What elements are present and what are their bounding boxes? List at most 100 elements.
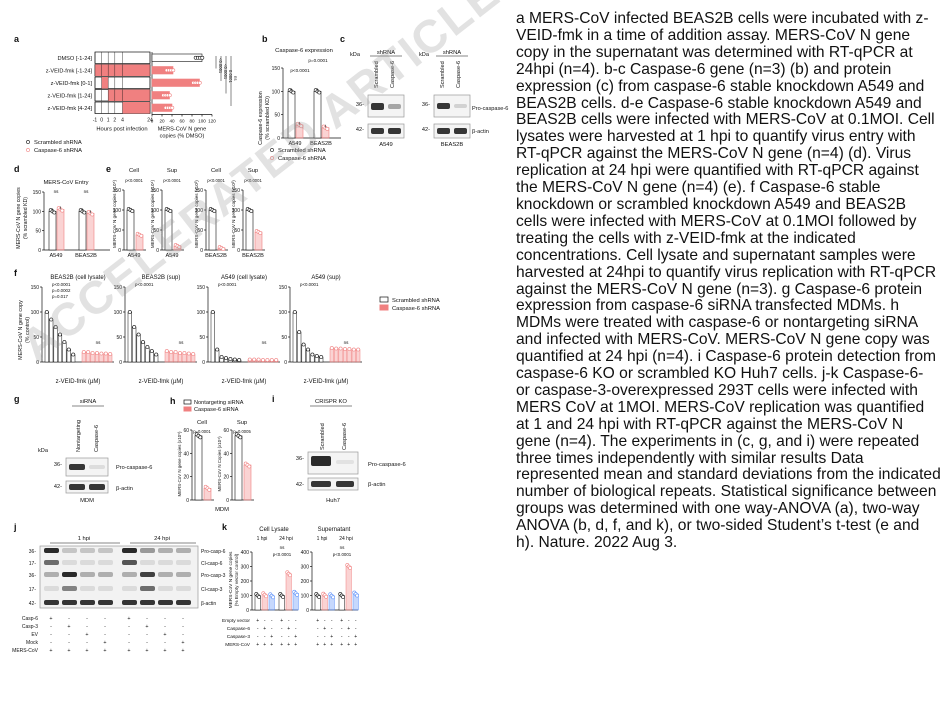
panel-a-bar-tick-label: 100 [198,119,206,124]
panel-i-blot-bottom-band [311,481,331,487]
panel-j-blot-membrane [39,545,199,609]
panel-f-bar-caspase6 [347,348,352,363]
panel-a-bar-tick-label: 20 [159,119,165,124]
panel-e-tick-label: 50 [153,228,159,234]
panel-k-time-1: 1 hpi [257,536,268,542]
panel-j-sign: + [163,632,166,638]
panel-f-ns: ns [344,340,350,345]
panel-j-sign: - [164,616,166,622]
panel-f-xlabel: z-VEID-fmk (µM) [56,379,101,385]
panel-h-tick-label: 60 [223,428,229,434]
panel-f-point [338,346,343,351]
panel-j-band [176,600,191,605]
panel-j-marker: 36- [29,573,37,579]
panel-a-row-label: z-VEID-fmk [0-1] [51,81,93,87]
panel-e-tick-label: 150 [151,188,160,194]
panel-f-subtitle: BEAS2B (cell lysate) [50,275,105,281]
panel-k-tick-label: 0 [246,608,249,614]
panel-h-tick-label: 60 [183,428,189,434]
panel-a-stat: <0.0001 [223,64,228,80]
panel-k-sign: + [294,634,297,640]
panel-d-ylabel-1: MERS-CoV N gene copies [16,187,22,249]
panel-k-tick-label: 0 [306,608,309,614]
panel-f-ns: ns [96,340,102,345]
panel-f-point [334,346,339,351]
panel-d-group-label: A549 [49,253,62,259]
panel-j-band [140,548,155,553]
panel-f-ns: ns [179,340,185,345]
panel-k-sign: + [270,642,273,648]
panel-d-ylabel-2: (% scrambled KD) [23,197,29,239]
panel-j-sign: - [50,640,52,646]
panel-k-stat: p<0.0001 [273,552,292,557]
panel-k-tick-label: 400 [301,550,310,556]
panel-f-point [274,358,279,362]
panel-k-sign: - [295,618,297,624]
panel-f-stat: p<0.0001 [52,282,71,287]
panel-k-point [288,573,293,578]
panel-j-sign: + [85,648,88,654]
panel-a-time-tick: 24 [147,118,153,124]
panel-j-sign: - [182,616,184,622]
panel-k-tick-label: 100 [241,594,250,600]
panel-k-letter: k [222,522,228,532]
panel-k-sign: - [317,634,319,640]
panel-f-tick-label: 0 [202,360,205,366]
panel-b-legend-marker-caspase6 [270,156,274,160]
panel-j-band [140,560,155,565]
panel-h-tick-label: 0 [186,498,189,504]
panel-f-point [329,346,334,350]
panel-j-band [98,586,113,591]
panel-j-sign: - [86,616,88,622]
panel-f-subtitle: A549 (cell lysate) [221,275,267,281]
panel-e-stat: p<0.0001 [163,178,181,183]
panel-e-point [249,209,254,213]
panel-a-row-label: z-VEID-fmk [4-24] [48,106,93,112]
panel-c-marker-top: 36- [356,102,364,108]
panel-k-sign: + [256,618,259,624]
panel-f-point [58,332,62,337]
panel-h-bar [194,435,203,501]
panel-f-tick-label: 100 [31,310,40,316]
panel-e-subtitle: Cell [211,168,221,174]
panel-i-cell-label: Huh7 [326,498,340,504]
panel-h-bar [243,464,252,501]
panel-f-bar-scrambled [136,334,141,363]
panel-b-tick-label: 100 [272,89,281,95]
panel-c-kda: kDa [350,52,361,58]
panel-g-lane-nontargeting: Nontargeting [76,420,82,452]
panel-f-point [343,347,347,351]
panel-c-marker-top: 36- [422,102,430,108]
panel-f-point [297,330,302,334]
panel-j-band [122,548,137,553]
panel-f-point [182,351,187,355]
panel-k-tick-label: 200 [241,579,250,585]
panel-f-point [319,355,324,359]
panel-k-sign: - [341,626,343,632]
panel-b-point [299,124,304,129]
panel-c-blot-top-membrane [367,94,405,118]
panel-j-band [44,560,59,565]
panel-f-point [81,350,86,354]
panel-f-legend-caspase6: Caspase-6 shRNA [392,306,440,312]
panel-b-tick-label: 50 [274,113,280,119]
panel-f-point [306,347,310,352]
panel-k-time-2: 24 hpi [279,536,293,542]
panel-a-timeline-label: Hours post infection [96,127,147,133]
panel-e-group-label: BEAS2B [242,253,264,259]
panel-k-point [317,595,322,599]
panel-j-sign: - [128,640,130,646]
panel-e-tick-label: 0 [237,248,240,254]
panel-a-treatment-window [122,102,150,114]
panel-e-letter: e [106,164,111,174]
panel-f-point [86,350,91,354]
panel-e-tick-label: 100 [232,208,241,214]
panel-j-band [44,586,59,591]
panel-j-row-label: EV [31,632,38,638]
panel-d-bar [56,209,65,251]
panel-b-legend-scrambled: Scrambled shRNA [278,148,326,154]
panel-j-band [140,586,155,591]
panel-f-bar-scrambled [145,346,150,363]
panel-k-sign: + [294,642,297,648]
panel-j-sign: + [67,648,70,654]
